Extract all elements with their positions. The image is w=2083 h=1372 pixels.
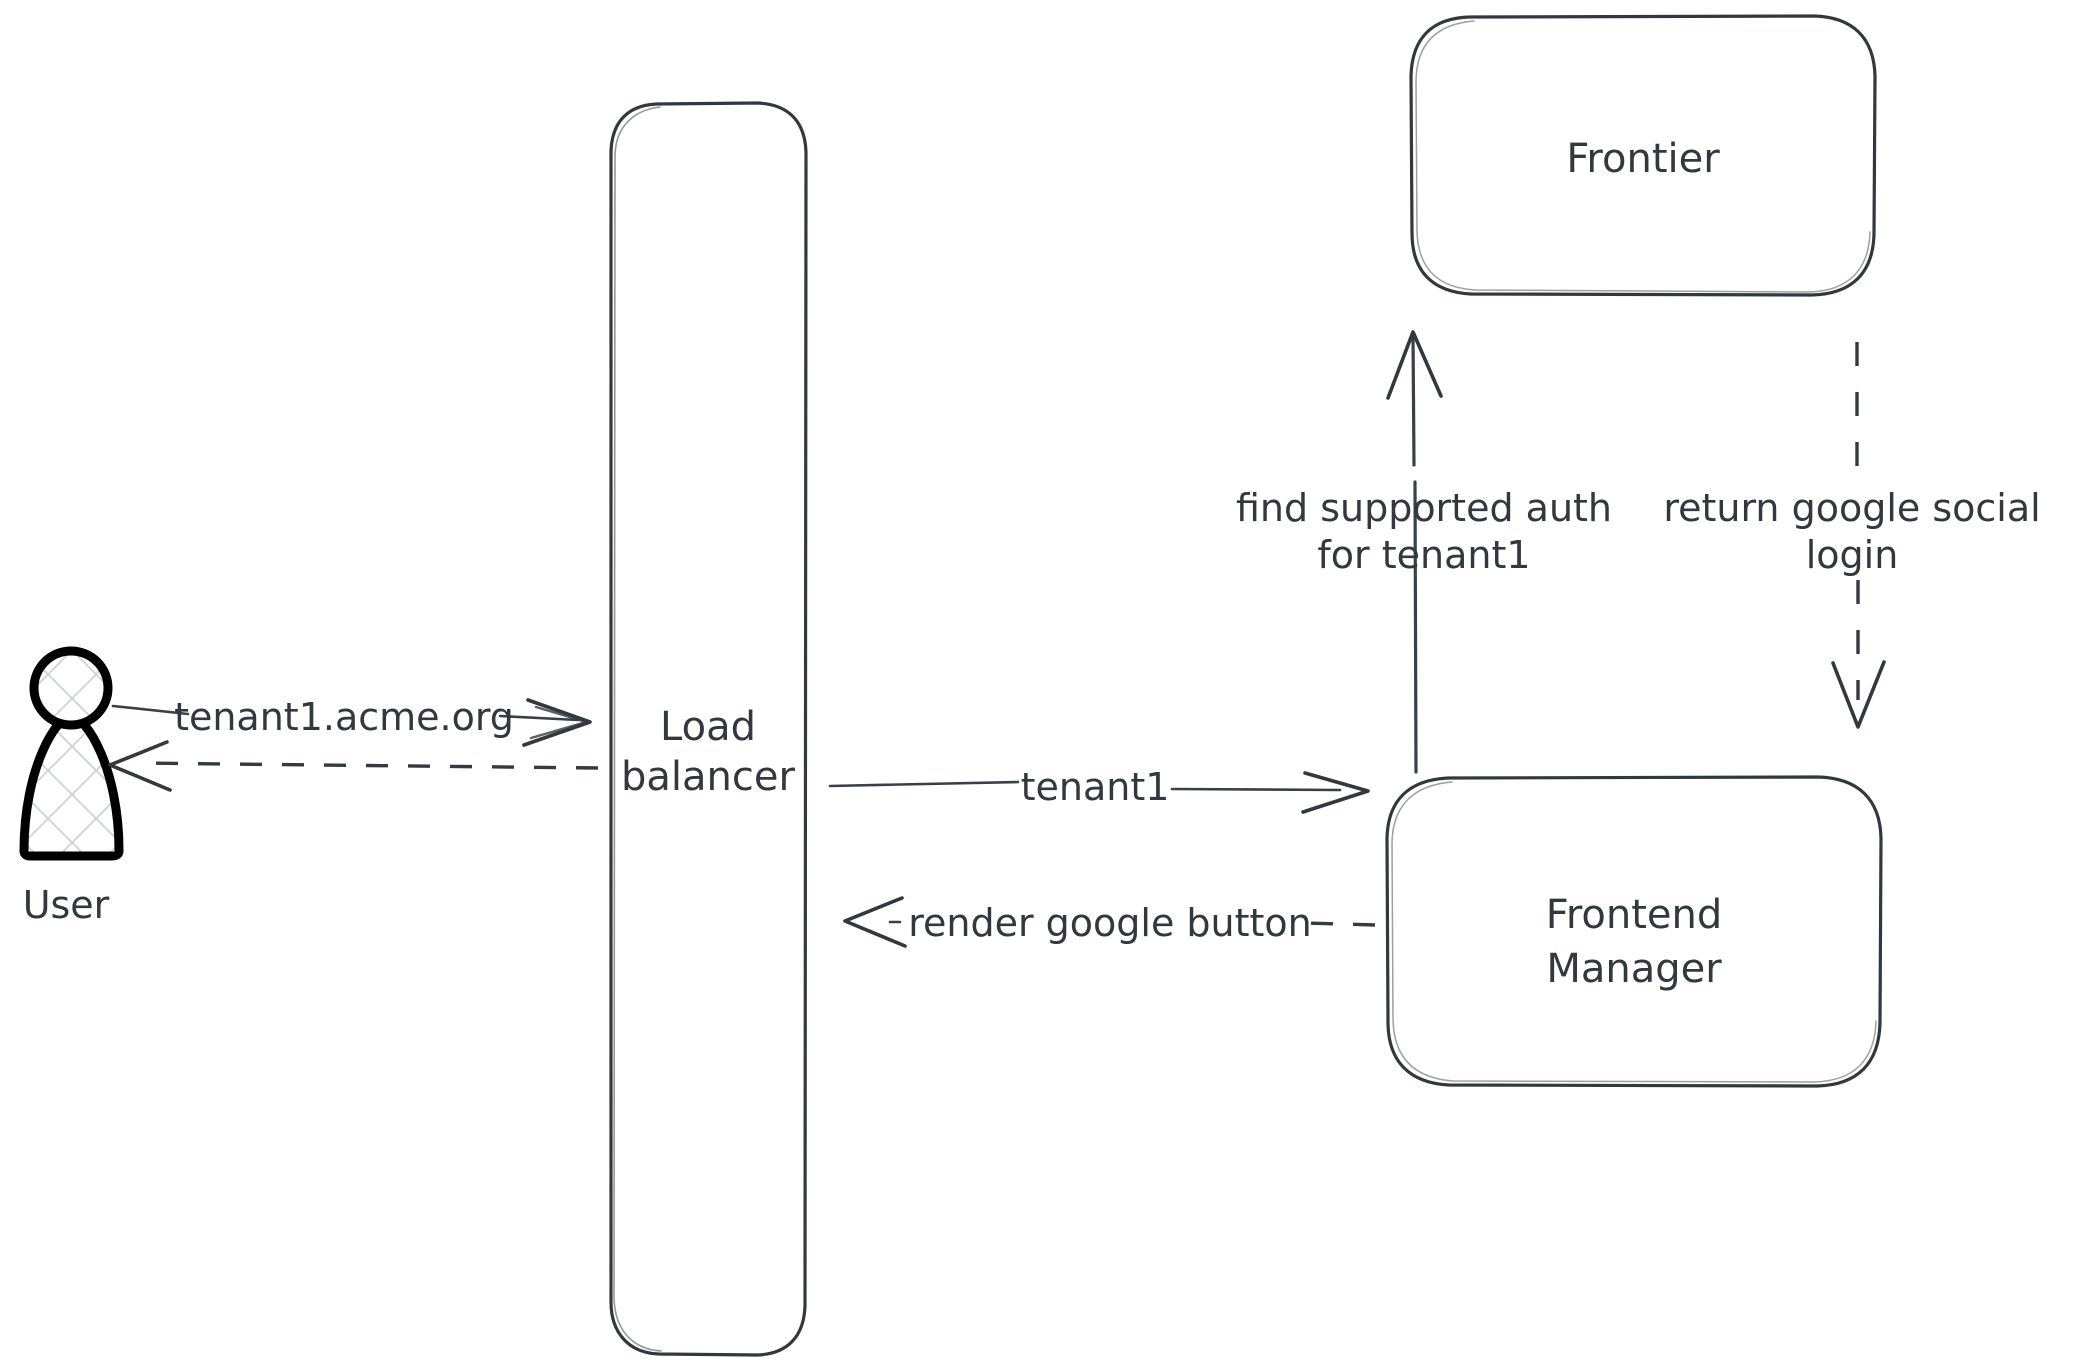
edge-lb-to-fm-line-left: [828, 780, 1020, 788]
load-balancer-outline-sketch: [613, 106, 662, 1352]
edge-fm-to-lb-label: render google button: [908, 901, 1312, 945]
frontend-manager-outline: [1385, 775, 1883, 1088]
edge-lb-to-fm-label: tenant1: [1021, 765, 1170, 809]
edge-load-balancer-to-user: [108, 740, 599, 792]
load-balancer-label-line2: balancer: [621, 754, 795, 800]
user-head-icon: [29, 646, 113, 730]
edge-lb-to-user-arrowhead: [108, 740, 172, 792]
user-label: User: [23, 883, 110, 927]
edge-fm-to-frontier-line-upper: [1411, 333, 1416, 467]
edge-user-to-lb-line-right: [498, 714, 580, 722]
edge-user-to-lb-arrowhead: [522, 698, 592, 747]
edge-frontier-to-fm-label-line2: login: [1806, 533, 1899, 577]
edge-frontend-manager-to-frontier: find supported auth for tenant1: [1236, 330, 1612, 774]
edge-frontier-to-fm-label-line1: return google social: [1663, 486, 2040, 530]
edge-frontier-to-fm-arrowhead: [1831, 660, 1886, 729]
edge-user-to-lb-line-left: [111, 704, 190, 716]
user-body-icon: [19, 711, 124, 861]
edge-frontend-manager-to-load-balancer: render google button: [843, 896, 1376, 948]
edge-load-balancer-to-frontend-manager: tenant1: [828, 765, 1370, 814]
edge-user-to-lb-arrowhead-inner: [529, 705, 588, 740]
frontend-manager-label-line1: Frontend: [1546, 892, 1723, 938]
frontier-outline: [1409, 14, 1877, 297]
edge-fm-to-frontier-label-line2: for tenant1: [1317, 533, 1530, 577]
edge-fm-to-frontier-arrowhead: [1386, 330, 1443, 400]
frontier-outline-sketch: [1415, 20, 1871, 293]
edge-lb-to-fm-line-right: [1170, 787, 1342, 792]
actor-user[interactable]: User: [19, 646, 124, 927]
frontend-manager-outline-sketch: [1391, 781, 1877, 1083]
edge-fm-to-frontier-line-lower: [1413, 480, 1418, 774]
edge-lb-to-fm-arrowhead: [1301, 771, 1370, 814]
edge-fm-to-lb-line-dash: [1305, 921, 1376, 927]
edge-lb-to-user-line: [135, 761, 599, 770]
edge-frontier-to-frontend-manager: return google social login: [1663, 342, 2041, 729]
edge-fm-to-lb-arrowhead: [843, 896, 907, 948]
node-frontend-manager[interactable]: Frontend Manager: [1385, 775, 1883, 1088]
node-load-balancer[interactable]: Load balancer: [609, 101, 808, 1357]
edge-user-to-load-balancer: tenant1.acme.org: [111, 695, 592, 747]
node-frontier[interactable]: Frontier: [1409, 14, 1877, 297]
edge-fm-to-frontier-label-line1: find supported auth: [1236, 486, 1612, 530]
load-balancer-outline: [609, 101, 808, 1357]
frontier-label: Frontier: [1566, 136, 1720, 182]
edge-user-to-lb-label: tenant1.acme.org: [174, 695, 514, 739]
load-balancer-label-line1: Load: [660, 704, 756, 750]
frontend-manager-label-line2: Manager: [1546, 946, 1722, 992]
